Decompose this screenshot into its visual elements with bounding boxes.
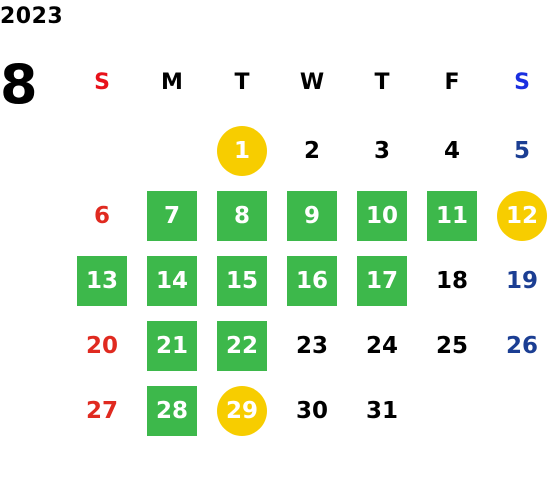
day-29[interactable]: 29: [217, 385, 267, 436]
calendar-day-cell[interactable]: 31: [347, 378, 417, 443]
weekday-label-tue: T: [234, 69, 250, 95]
day-3[interactable]: 3: [373, 137, 390, 164]
calendar-day-cell[interactable]: 6: [67, 183, 137, 248]
day-7[interactable]: 7: [147, 190, 197, 241]
calendar-day-cell[interactable]: 12: [487, 183, 548, 248]
calendar-day-cell[interactable]: 1: [207, 118, 277, 183]
day-23[interactable]: 23: [295, 332, 328, 359]
calendar-year: 2023: [0, 4, 64, 29]
day-11[interactable]: 11: [427, 190, 477, 241]
day-28[interactable]: 28: [147, 385, 197, 436]
day-26[interactable]: 26: [505, 332, 538, 359]
calendar-day-cell[interactable]: 2: [277, 118, 347, 183]
day-13[interactable]: 13: [77, 255, 127, 306]
day-1[interactable]: 1: [217, 125, 267, 176]
calendar-day-cell[interactable]: 4: [417, 118, 487, 183]
calendar-day-cell[interactable]: 8: [207, 183, 277, 248]
calendar-day-cell[interactable]: 26: [487, 313, 548, 378]
weekday-label-fri: F: [444, 69, 460, 95]
calendar-day-cell[interactable]: 18: [417, 248, 487, 313]
calendar-day-cell[interactable]: 15: [207, 248, 277, 313]
day-10[interactable]: 10: [357, 190, 407, 241]
calendar-day-cell[interactable]: 29: [207, 378, 277, 443]
day-19[interactable]: 19: [505, 267, 538, 294]
day-22[interactable]: 22: [217, 320, 267, 371]
day-16[interactable]: 16: [287, 255, 337, 306]
day-6[interactable]: 6: [93, 202, 110, 229]
calendar-day-cell[interactable]: 9: [277, 183, 347, 248]
weekday-label-wed: W: [299, 69, 325, 95]
day-2[interactable]: 2: [303, 137, 320, 164]
calendar-day-cell[interactable]: 23: [277, 313, 347, 378]
calendar-day-cell[interactable]: 14: [137, 248, 207, 313]
calendar-day-cell[interactable]: 28: [137, 378, 207, 443]
calendar-day-cell[interactable]: 24: [347, 313, 417, 378]
calendar-month: 8: [0, 53, 38, 116]
day-27[interactable]: 27: [85, 397, 118, 424]
calendar-day-cell[interactable]: 19: [487, 248, 548, 313]
day-8[interactable]: 8: [217, 190, 267, 241]
day-4[interactable]: 4: [443, 137, 460, 164]
calendar-day-cell[interactable]: 13: [67, 248, 137, 313]
calendar-day-cell[interactable]: 20: [67, 313, 137, 378]
day-31[interactable]: 31: [365, 397, 398, 424]
day-18[interactable]: 18: [435, 267, 468, 294]
calendar-day-cell[interactable]: 3: [347, 118, 417, 183]
calendar-day-cell[interactable]: 16: [277, 248, 347, 313]
weekday-label-mon: M: [161, 69, 183, 95]
calendar-day-cell[interactable]: 30: [277, 378, 347, 443]
weekday-label-thu: T: [374, 69, 390, 95]
day-12[interactable]: 12: [497, 190, 547, 241]
day-17[interactable]: 17: [357, 255, 407, 306]
calendar-day-cell[interactable]: 5: [487, 118, 548, 183]
day-9[interactable]: 9: [287, 190, 337, 241]
day-25[interactable]: 25: [435, 332, 468, 359]
weekday-label-sun: S: [94, 69, 110, 95]
day-15[interactable]: 15: [217, 255, 267, 306]
calendar-day-cell[interactable]: 22: [207, 313, 277, 378]
day-30[interactable]: 30: [295, 397, 328, 424]
calendar-day-cell[interactable]: 7: [137, 183, 207, 248]
weekday-label-sat: S: [514, 69, 530, 95]
calendar-day-cell[interactable]: 25: [417, 313, 487, 378]
day-21[interactable]: 21: [147, 320, 197, 371]
calendar-day-cell[interactable]: 27: [67, 378, 137, 443]
day-20[interactable]: 20: [85, 332, 118, 359]
day-14[interactable]: 14: [147, 255, 197, 306]
calendar-day-cell[interactable]: 21: [137, 313, 207, 378]
day-5[interactable]: 5: [513, 137, 530, 164]
calendar-day-cell[interactable]: 11: [417, 183, 487, 248]
calendar-day-cell[interactable]: 17: [347, 248, 417, 313]
calendar-day-cell[interactable]: 10: [347, 183, 417, 248]
day-24[interactable]: 24: [365, 332, 398, 359]
